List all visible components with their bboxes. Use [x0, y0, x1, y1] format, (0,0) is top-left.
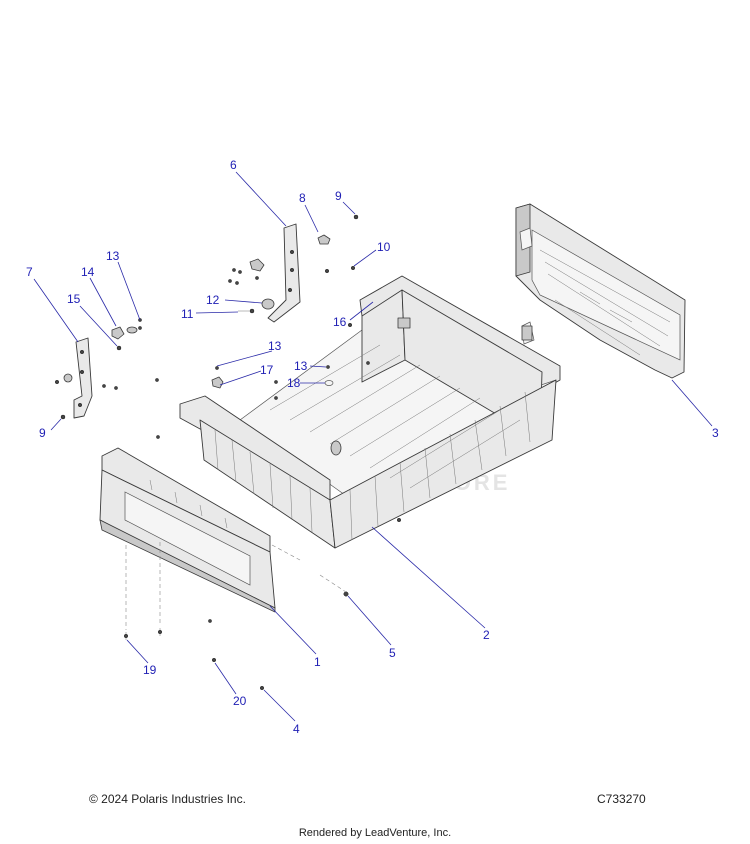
part-2-cargo-box[interactable] [179, 275, 561, 549]
callout-17[interactable]: 17 [260, 363, 274, 377]
callout-5[interactable]: 5 [389, 646, 396, 660]
part-1-tailgate[interactable] [99, 447, 276, 613]
callout-7[interactable]: 7 [26, 265, 33, 279]
callout-20[interactable]: 20 [233, 694, 247, 708]
callout-9-top[interactable]: 9 [335, 189, 342, 203]
callout-15[interactable]: 15 [67, 292, 81, 306]
part-7-bracket[interactable] [73, 337, 93, 419]
leader-lines [33, 171, 713, 722]
copyright-text: © 2024 Polaris Industries Inc. [89, 792, 246, 806]
callout-16[interactable]: 16 [333, 315, 347, 329]
callout-14[interactable]: 14 [81, 265, 95, 279]
callout-4[interactable]: 4 [293, 722, 300, 736]
callout-10[interactable]: 10 [377, 240, 391, 254]
part-6-bracket[interactable] [267, 223, 301, 323]
rendered-by-text: Rendered by LeadVenture, Inc. [298, 827, 452, 839]
drawing-number: C733270 [597, 792, 646, 806]
callouts: 6 8 9 10 13 14 7 15 12 11 16 13 13 17 18… [26, 158, 719, 736]
callout-13-left[interactable]: 13 [106, 249, 120, 263]
part-3-side-panel[interactable] [515, 203, 686, 379]
callout-13-right[interactable]: 13 [294, 359, 308, 373]
callout-2[interactable]: 2 [483, 628, 490, 642]
callout-6[interactable]: 6 [230, 158, 237, 172]
callout-3[interactable]: 3 [712, 426, 719, 440]
callout-13-mid[interactable]: 13 [268, 339, 282, 353]
callout-18[interactable]: 18 [287, 376, 301, 390]
callout-12[interactable]: 12 [206, 293, 220, 307]
callout-19[interactable]: 19 [143, 663, 157, 677]
callout-9-left[interactable]: 9 [39, 426, 46, 440]
callout-1[interactable]: 1 [314, 655, 321, 669]
callout-11[interactable]: 11 [181, 307, 194, 321]
callout-8[interactable]: 8 [299, 191, 306, 205]
